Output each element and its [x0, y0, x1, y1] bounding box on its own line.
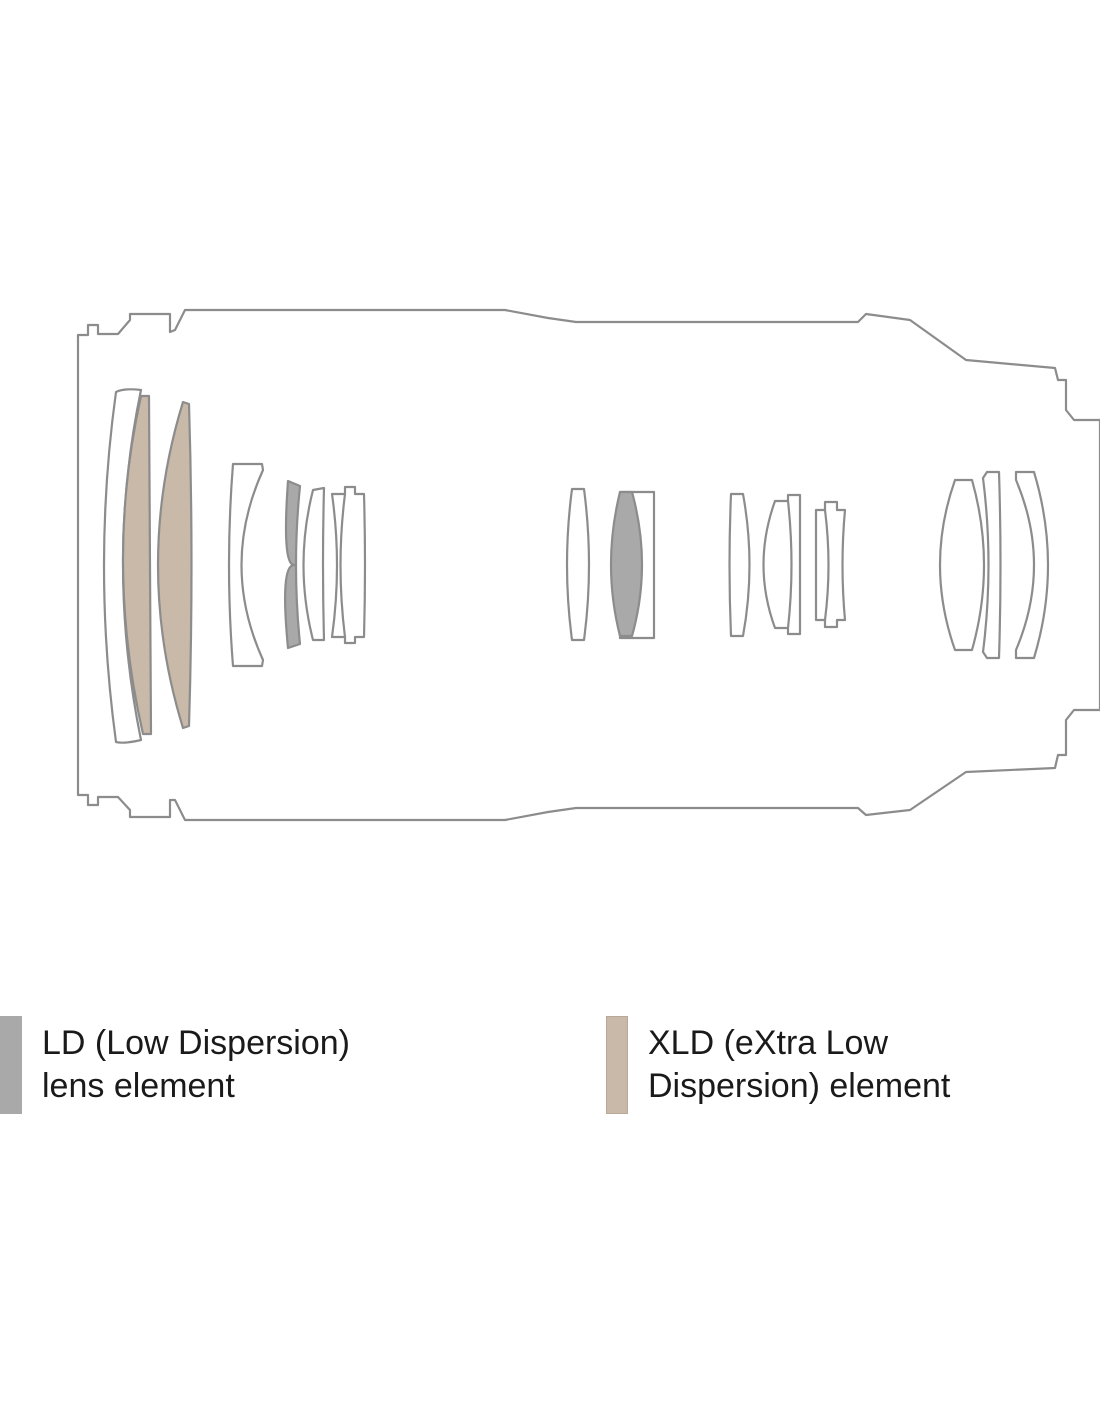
rear-element-b — [981, 470, 1002, 660]
rear-element-c — [1014, 470, 1050, 660]
xld-legend-line2: Dispersion) element — [648, 1067, 951, 1105]
group2-element-b — [302, 486, 326, 642]
xld-element-1 — [121, 394, 153, 736]
group4-element-c — [814, 500, 847, 629]
legend-xld: XLD (eXtra Low Dispersion) element — [606, 1016, 1086, 1114]
group3-element-a — [565, 487, 591, 642]
ld-element-1 — [284, 479, 302, 650]
xld-element-2 — [156, 400, 193, 730]
front-meniscus-element — [102, 388, 143, 744]
group2-element-c — [330, 485, 367, 645]
lens-barrel-outline — [76, 308, 1100, 822]
legend-ld: LD (Low Dispersion) lens element — [0, 1016, 520, 1114]
negative-meniscus-element — [227, 462, 265, 668]
xld-legend-line1: XLD (eXtra Low — [648, 1024, 888, 1062]
group4-element-a — [728, 492, 751, 638]
xld-color-swatch — [606, 1016, 628, 1114]
group4-element-b — [762, 493, 802, 636]
ld-legend-line1: LD (Low Dispersion) — [42, 1024, 350, 1062]
rear-element-a — [938, 478, 986, 652]
xld-legend-label: XLD (eXtra Low Dispersion) element — [648, 1022, 950, 1108]
ld-legend-label: LD (Low Dispersion) lens element — [42, 1022, 350, 1108]
ld-color-swatch — [0, 1016, 22, 1114]
ld-legend-line2: lens element — [42, 1067, 235, 1105]
group2-element-c-inner — [339, 493, 347, 638]
ld-element-2 — [609, 490, 644, 638]
group4-element-b-inner — [786, 500, 793, 629]
group4-element-c-inner — [823, 509, 830, 621]
